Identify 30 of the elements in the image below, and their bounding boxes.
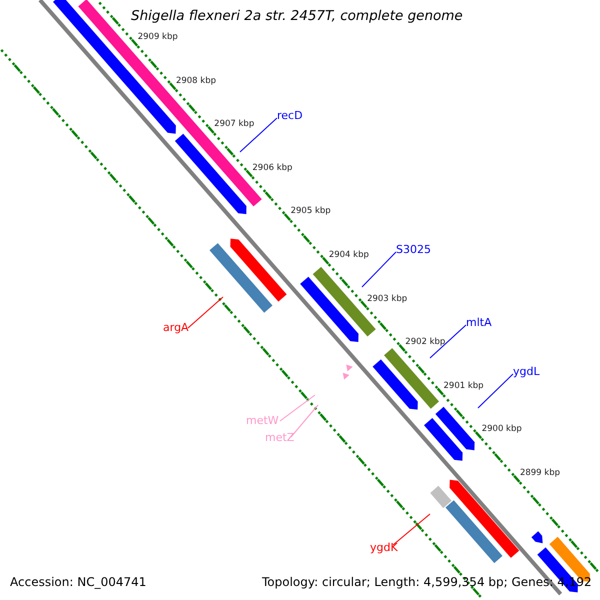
scale-label: 2899 kbp	[520, 469, 560, 478]
scale-label: 2905 kbp	[290, 207, 331, 216]
summary-text: Topology: circular; Length: 4,599,354 bp; Genes: 4,192	[262, 576, 592, 588]
leader-line	[188, 296, 224, 328]
scale-label: 2904 kbp	[328, 250, 369, 260]
scale-label: 2906 kbp	[252, 164, 292, 172]
scale-label: 2903 kbp	[367, 294, 408, 304]
scale-label: 2901 kbp	[444, 382, 484, 390]
accession-text: Accession: NC_004741	[10, 576, 146, 588]
scale-label: 2907 kbp	[214, 120, 254, 129]
scale-label: 2902 kbp	[405, 338, 446, 347]
leader-line	[392, 514, 430, 546]
leader-line	[240, 118, 278, 152]
leader-line	[362, 252, 396, 288]
leader-line	[478, 374, 514, 408]
gene-label: ygdK	[370, 542, 398, 553]
gene-label: ygdL	[513, 366, 540, 377]
leader-line	[290, 404, 318, 438]
leader-line	[430, 324, 466, 358]
title: Shigella flexneri 2a str. 2457T, complete genome	[131, 10, 463, 24]
gene-label: mltA	[466, 317, 492, 328]
scale-label: 2909 kbp	[138, 32, 178, 42]
gene-label: argA	[163, 322, 189, 333]
leader-line	[280, 394, 316, 422]
scale-label: 2900 kbp	[482, 425, 522, 434]
gene-label: S3025	[396, 244, 431, 255]
gene-label: metZ	[265, 432, 294, 443]
gene-label: metW	[246, 415, 279, 426]
scale-label: 2908 kbp	[176, 76, 216, 86]
gene-label: recD	[277, 110, 303, 121]
